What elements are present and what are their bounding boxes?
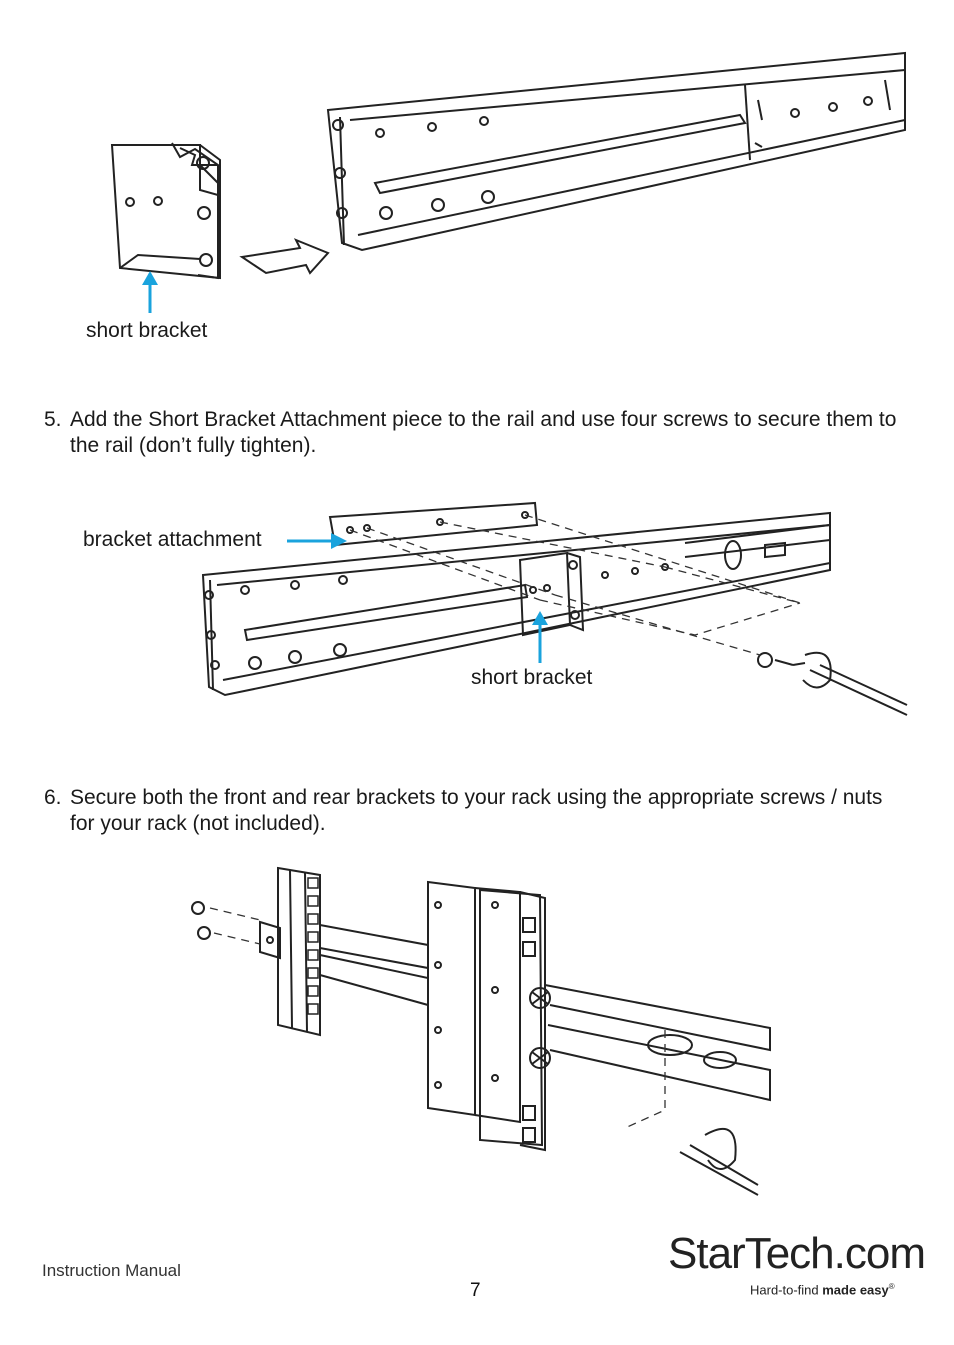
step-6-text: Secure both the front and rear brackets … [70,786,883,835]
rear-rack-post [277,866,321,1037]
startech-logo: StarTech.com Hard-to-find made easy® [668,1228,926,1308]
figure-short-bracket-rail [110,51,906,313]
label-short-bracket-1: short bracket [86,319,208,342]
step-5-text: Add the Short Bracket Attachment piece t… [70,408,897,457]
callout-arrow-short-bracket [142,271,158,313]
direction-arrow [239,238,330,275]
figure-rack-mounting [191,866,771,1196]
rail-drawing-2 [201,511,831,697]
step-5-number: 5. [44,408,62,431]
rail-drawing [326,51,906,252]
rail-drawing-3 [319,924,429,970]
logo-registered-mark: ® [888,1282,895,1291]
front-rack-post [427,880,476,1117]
footer-manual-label: Instruction Manual [42,1261,181,1280]
step-6-number: 6. [44,786,62,809]
logo-name-part2: .com [833,1229,926,1278]
label-short-bracket-2: short bracket [471,666,593,689]
label-bracket-attachment: bracket attachment [83,528,262,551]
bracket-attachment-drawing [328,501,539,547]
logo-tagline-regular: Hard-to-find [750,1282,823,1298]
logo-name-part1: StarTech [668,1229,835,1278]
page-number: 7 [470,1280,481,1301]
logo-tagline-bold: made easy [822,1282,889,1298]
figure-bracket-attachment [201,501,908,716]
